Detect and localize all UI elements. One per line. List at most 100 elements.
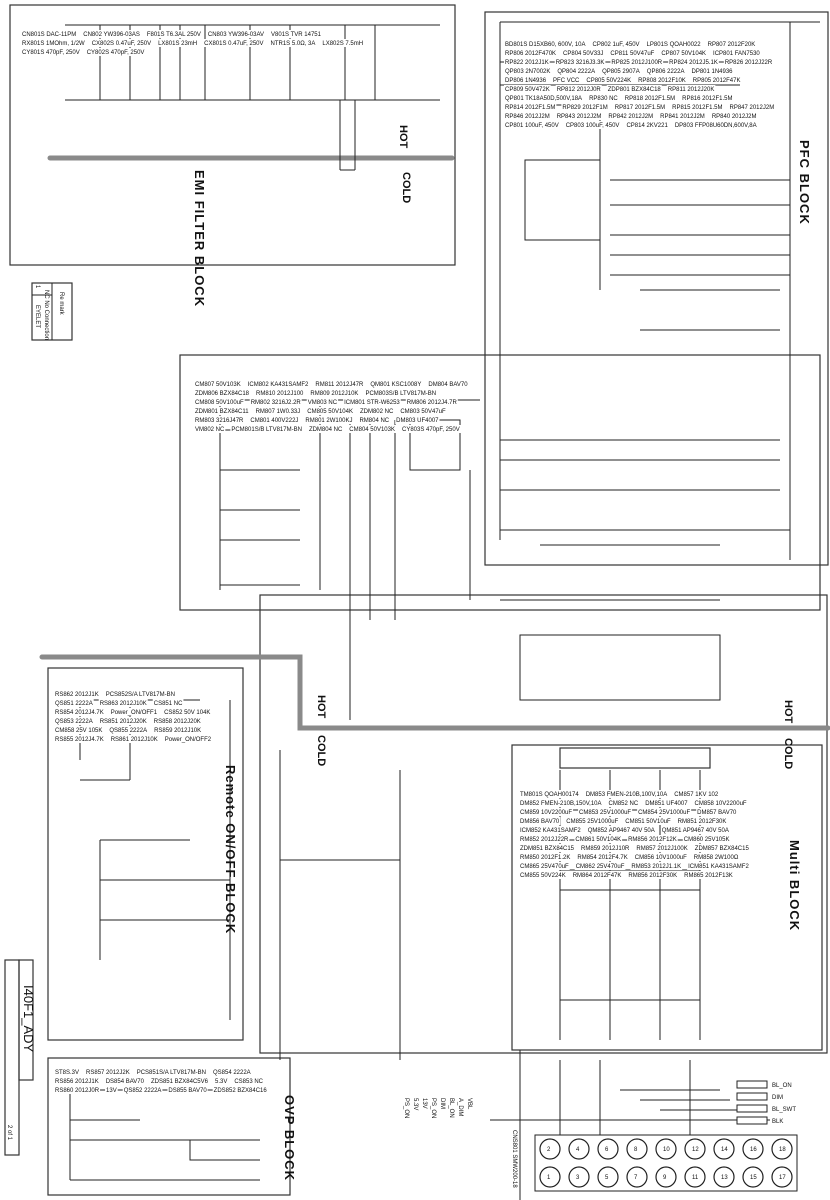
label-backdrop (304, 416, 354, 424)
component-label: RP847 2012J2M (730, 105, 775, 111)
label-backdrop (609, 49, 656, 57)
signal-table-entry: 5.3V (412, 1098, 418, 1110)
component-label: RP812 2012J0R (557, 87, 602, 93)
component-label: CP809 50V472K (505, 87, 550, 93)
label-backdrop (564, 121, 621, 129)
connector-pin-number: 16 (750, 1147, 757, 1153)
label-backdrop (85, 1068, 131, 1076)
component-label: ZDM806 BZX84C18 (195, 391, 250, 397)
label-backdrop (659, 112, 706, 120)
label-backdrop (54, 735, 105, 743)
label-backdrop (591, 40, 641, 48)
label-backdrop (552, 76, 581, 84)
component-label: PCM801S/B LTV817M-BN (231, 427, 302, 433)
label-backdrop (623, 94, 677, 102)
component-label: PFC VCC (553, 78, 580, 84)
component-label: RP806 2012F470K (505, 51, 556, 57)
signal-table-entry: PS_ON (403, 1098, 409, 1118)
component-label: CP804 50V33J (563, 51, 603, 57)
component-label: PCS852S/A LTV817M-BN (106, 692, 175, 698)
label-backdrop (710, 112, 758, 120)
component-label: CM854 25V1000uF (638, 810, 690, 816)
component-label: CM804 50V103K (349, 427, 395, 433)
label-backdrop (54, 1086, 101, 1094)
cold-label-right: COLD (782, 738, 794, 769)
label-backdrop (690, 67, 734, 75)
component-label: DM856 BAV70 (520, 819, 560, 825)
component-label: RM852 2012J22R (520, 837, 569, 843)
connector-pin-number: 6 (605, 1147, 609, 1153)
label-backdrop (109, 708, 159, 716)
component-label: DP801 1N4936 (691, 69, 733, 75)
label-backdrop (580, 844, 631, 852)
component-label: CN801S DAC-11PM (22, 32, 76, 38)
connector-pin-number: 14 (721, 1147, 728, 1153)
label-backdrop (314, 380, 365, 388)
label-backdrop (588, 94, 619, 102)
label-backdrop (519, 871, 567, 879)
component-label: RS858 2012J20K (154, 719, 201, 725)
label-backdrop (254, 407, 302, 415)
label-backdrop (306, 407, 354, 415)
label-backdrop (519, 853, 572, 861)
component-label: CM858 10V2200uF (695, 801, 747, 807)
label-backdrop (673, 121, 758, 129)
connector-pin-number: 2 (547, 1147, 551, 1153)
label-backdrop (369, 380, 423, 388)
component-label: RM807 1W0.33J (256, 409, 301, 415)
component-label: CM807 50V103K (195, 382, 241, 388)
label-backdrop (54, 726, 104, 734)
label-backdrop (233, 1077, 265, 1085)
component-label: RP824 2012J5.1K (669, 60, 718, 66)
label-backdrop (90, 39, 153, 47)
connector-pin (684, 1138, 706, 1160)
label-backdrop (606, 85, 662, 93)
label-backdrop (194, 389, 251, 397)
title-block: I40F1_ADY 2 of 1 (4, 959, 36, 1156)
label-backdrop (519, 835, 570, 843)
component-label: RM804 NC (359, 418, 389, 424)
label-backdrop (693, 799, 748, 807)
component-label: RM851 2012F30K (678, 819, 727, 825)
component-label: ICM851 KA431SAMF2 (688, 864, 749, 870)
component-label: ICP801 FAN7530 (713, 51, 760, 57)
label-backdrop (574, 862, 626, 870)
label-backdrop (309, 389, 360, 397)
remark-row-1: NC No Connection (43, 290, 49, 340)
label-backdrop (576, 853, 629, 861)
component-label: CP814 2KV221 (626, 123, 668, 129)
label-backdrop (630, 862, 683, 870)
component-label: RS863 2012J10K (100, 701, 147, 707)
label-backdrop (152, 717, 202, 725)
label-backdrop (671, 103, 724, 111)
output-signal-label: BL_SWT (772, 1107, 796, 1113)
label-backdrop (98, 717, 148, 725)
component-label: DS855 BAV70 (168, 1088, 207, 1094)
component-label: CM860 25V105K (684, 837, 730, 843)
component-label: QP806 2222A (647, 69, 685, 75)
component-label: RP823 3216J3.3K (556, 60, 605, 66)
label-backdrop (696, 808, 738, 816)
label-backdrop (54, 717, 94, 725)
component-label: F801S T6.3AL 250V (147, 32, 201, 38)
connector-pin-number: 18 (779, 1147, 786, 1153)
connector-pin-number: 13 (721, 1175, 728, 1181)
label-backdrop (145, 30, 202, 38)
component-label: NTR1S 5.0Ω, 3A (271, 41, 316, 47)
component-label: RX801S 1MOhm, 1/2W (22, 41, 85, 47)
component-label: RM811 2012J47R (315, 382, 364, 388)
component-label: LP801S QOAH0022 (647, 42, 702, 48)
connector-pin-number: 1 (547, 1175, 551, 1181)
label-backdrop (167, 1086, 208, 1094)
label-backdrop (627, 835, 678, 843)
label-backdrop (400, 425, 461, 433)
remark-row-2: EYELET (34, 305, 40, 328)
label-backdrop (54, 690, 100, 698)
cold-label-main: COLD (315, 735, 327, 766)
label-backdrop (682, 835, 731, 843)
component-label: DM851 UF4007 (645, 801, 688, 807)
label-backdrop (269, 39, 317, 47)
component-label: RM859 2012J10R (581, 846, 630, 852)
label-backdrop (504, 67, 552, 75)
